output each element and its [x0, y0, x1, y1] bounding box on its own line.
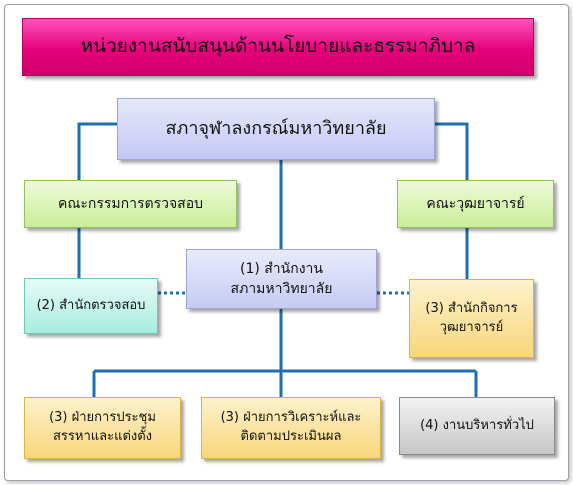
audit-committee-box: คณะกรรมการตรวจสอบ [24, 180, 237, 228]
senate-affairs-office-line2: วุฒยาจารย์ [439, 319, 504, 335]
audit-office-label: (2) สำนักตรวจสอบ [36, 297, 146, 313]
meeting-division-line1: (3) ฝ่ายการประชุม [49, 410, 156, 426]
faculty-senate-box: คณะวุฒยาจารย์ [397, 180, 554, 228]
meeting-division-line2: สรรหาและแต่งตั้ง [52, 429, 153, 444]
analysis-division-line1: (3) ฝ่ายการวิเคราะห์และ [220, 410, 362, 426]
connector-council-audit-committee [77, 122, 117, 180]
general-admin-box: (4) งานบริหารทั่วไป [399, 397, 555, 455]
header-title-text: หน่วยงานสนับสนุนด้านนโยบายและธรรมาภิบาล [80, 35, 476, 58]
university-council-box: สภาจุฬาลงกรณ์มหาวิทยาลัย [117, 98, 435, 160]
analysis-division-line2: ติดตามประเมินผล [240, 429, 342, 444]
general-admin-label: (4) งานบริหารทั่วไป [420, 417, 534, 433]
analysis-division-box: (3) ฝ่ายการวิเคราะห์และ ติดตามประเมินผล [201, 397, 381, 459]
university-council-office-box: (1) สำนักงาน สภามหาวิทยาลัย [186, 249, 377, 309]
audit-committee-label: คณะกรรมการตรวจสอบ [58, 195, 203, 212]
faculty-senate-label: คณะวุฒยาจารย์ [426, 195, 525, 212]
university-council-label: สภาจุฬาลงกรณ์มหาวิทยาลัย [165, 117, 387, 139]
university-council-office-line2: สภามหาวิทยาลัย [230, 281, 333, 297]
meeting-division-box: (3) ฝ่ายการประชุม สรรหาและแต่งตั้ง [24, 397, 181, 459]
senate-affairs-office-line1: (3) สำนักกิจการ [425, 300, 518, 316]
header-title: หน่วยงานสนับสนุนด้านนโยบายและธรรมาภิบาล [22, 18, 534, 76]
audit-office-box: (2) สำนักตรวจสอบ [24, 278, 158, 334]
university-council-office-line1: (1) สำนักงาน [239, 260, 323, 277]
connector-council-senate [435, 122, 469, 180]
senate-affairs-office-box: (3) สำนักกิจการ วุฒยาจารย์ [409, 279, 534, 358]
